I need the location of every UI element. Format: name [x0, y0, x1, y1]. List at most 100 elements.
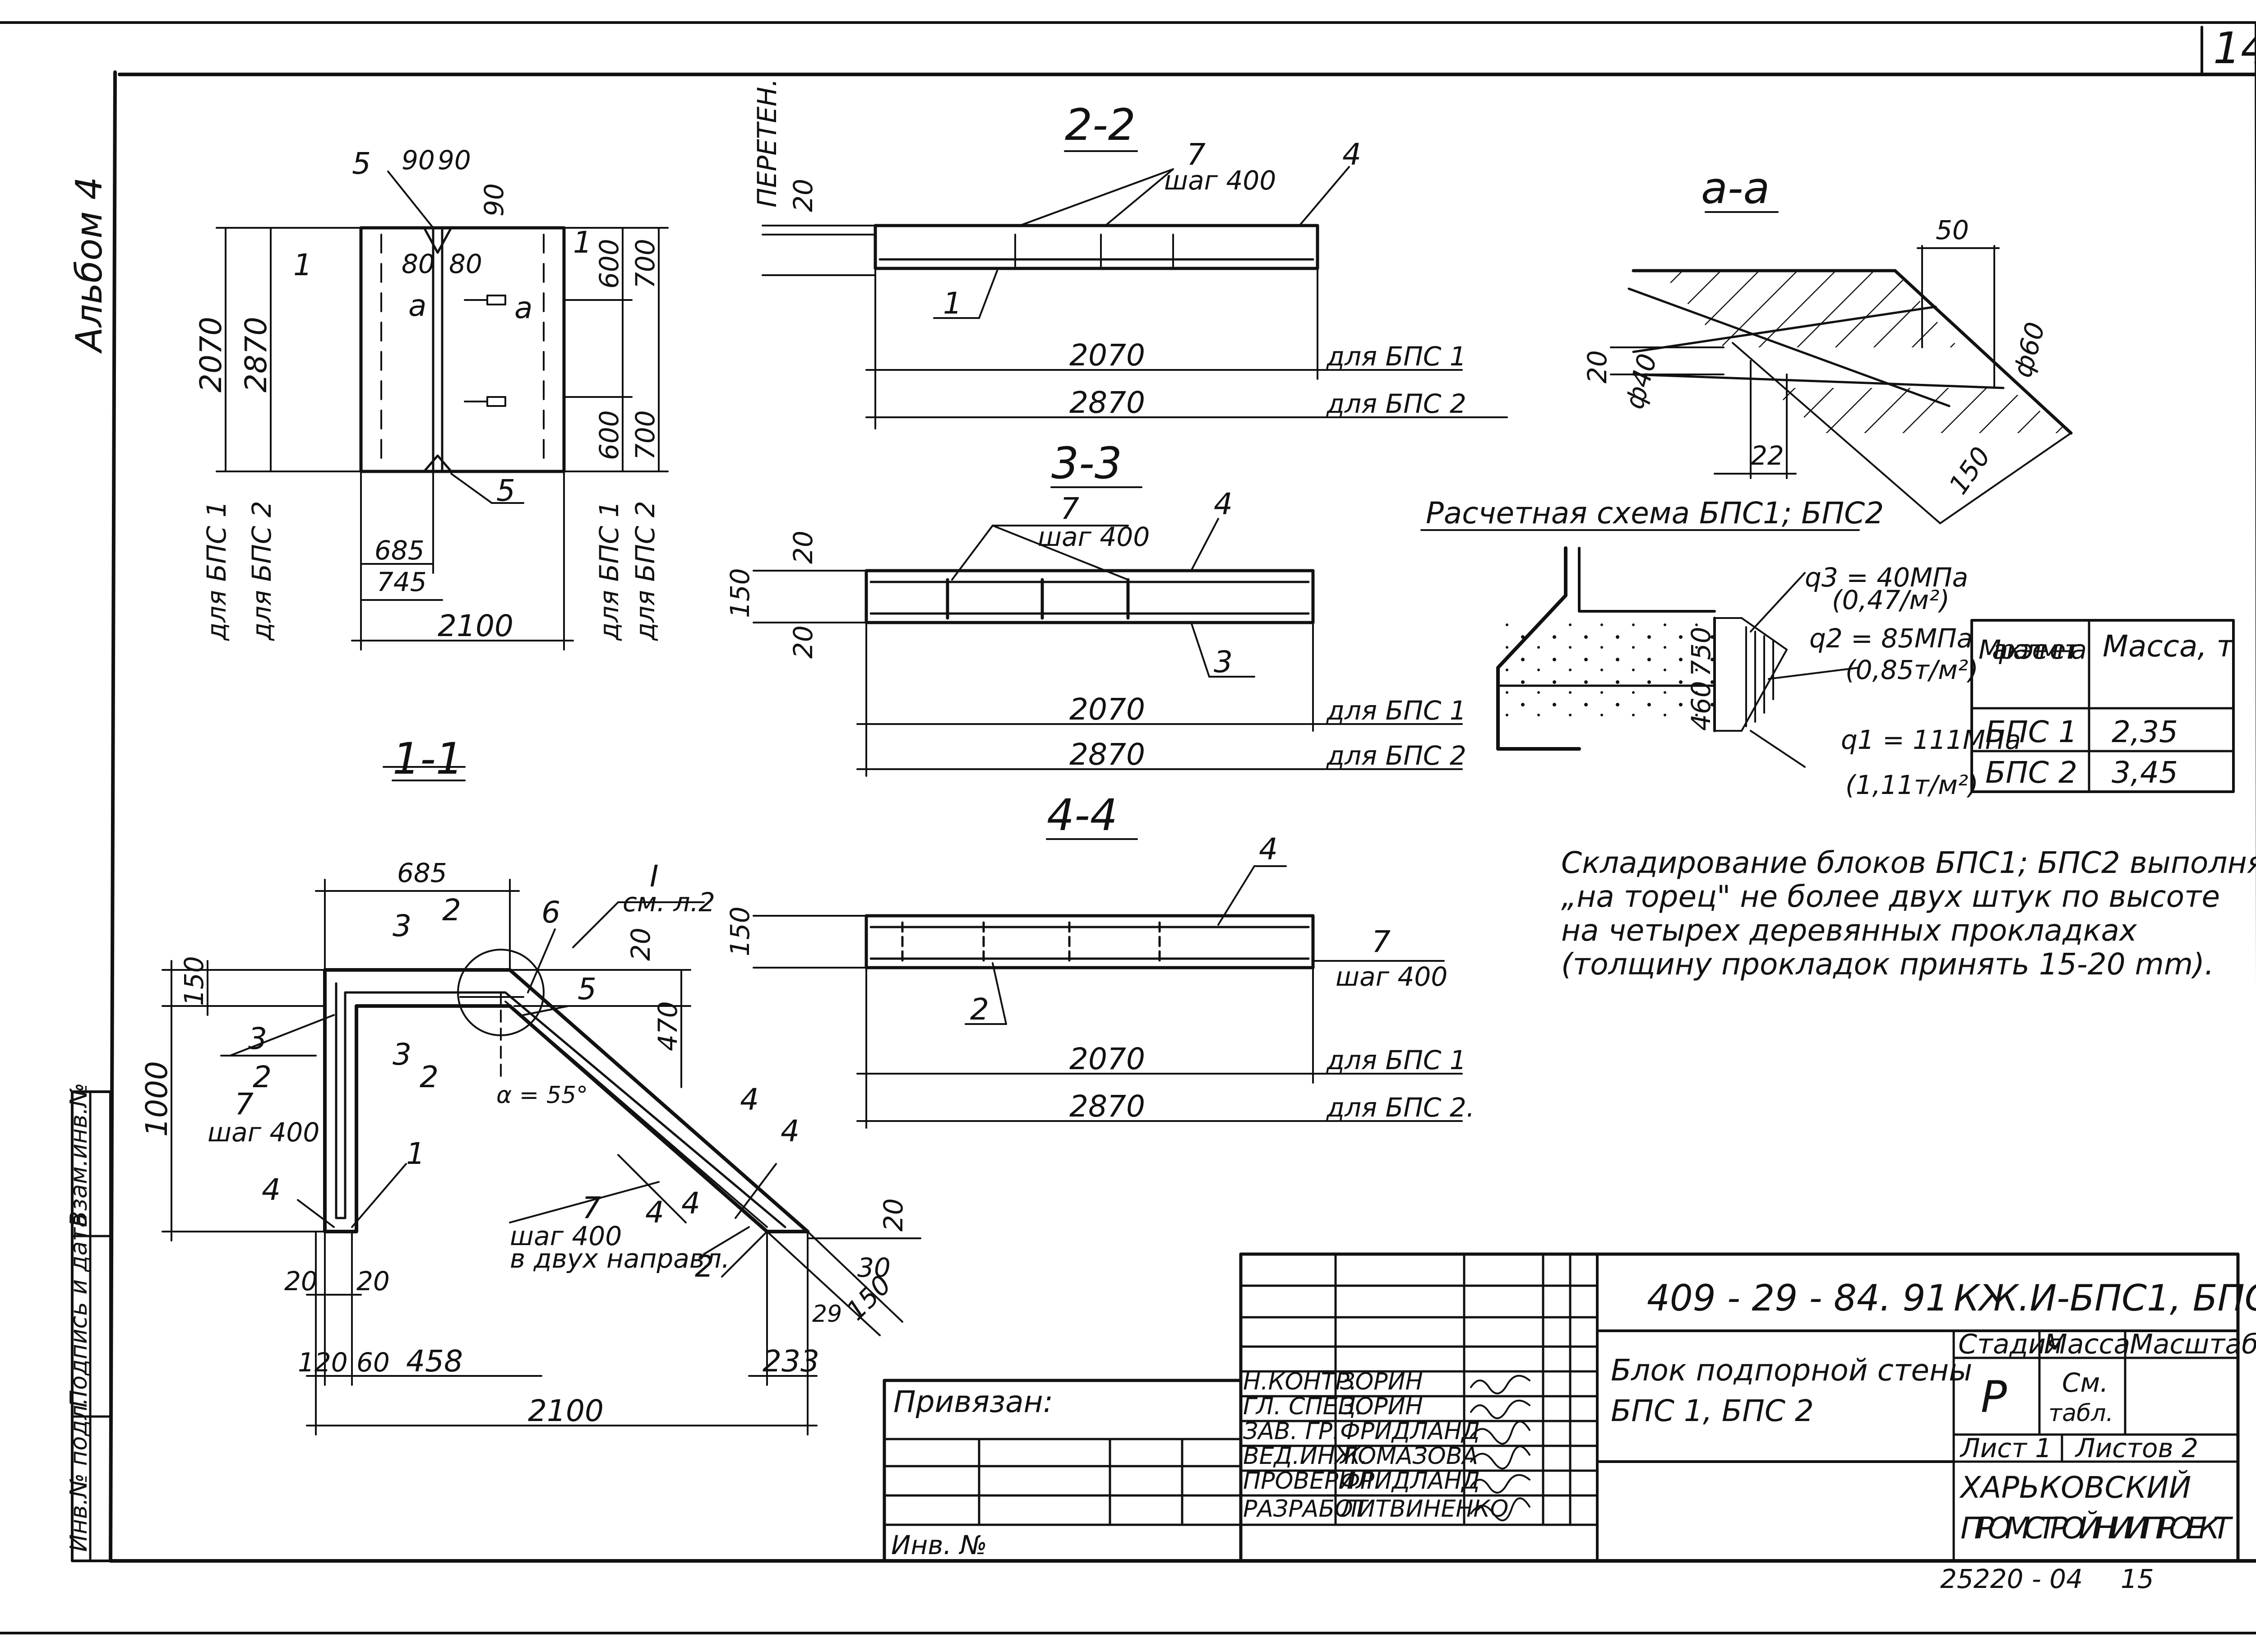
plan-dim-600-top: 600: [594, 239, 624, 289]
section-3-3-dim-20-bottom: 20: [788, 625, 818, 659]
section-1-1-dim-29: 29: [812, 1301, 842, 1328]
plan-dim-90-b: 90: [438, 145, 471, 175]
section-3-3-for-bps2: для БПС 2: [1326, 740, 1466, 771]
section-a-a-dim-22: 22: [1751, 440, 1784, 471]
plan-section-a-right: a: [514, 291, 532, 325]
title-block-name-3: ФРИДЛАНД: [1340, 1418, 1480, 1445]
section-2-2-callout-7: 7: [1187, 137, 1206, 172]
section-4-4-callout-4: 4: [1259, 832, 1278, 867]
section-2-2-step: шаг 400: [1164, 165, 1276, 196]
section-1-1-callout-3-left: 3: [248, 1021, 267, 1056]
plan-for-bps1-right: для БПС 1: [594, 501, 624, 641]
side-stamp: [71, 1090, 112, 1562]
section-1-1-dim-233: 233: [763, 1344, 819, 1379]
plan-dim-745: 745: [377, 567, 427, 597]
title-block-name-6: ЛИТВИНЕНКО: [1339, 1495, 1508, 1523]
section-1-1-dim-30: 30: [857, 1252, 891, 1283]
section-1-1-callout-3-top: 3: [393, 909, 411, 943]
section-1-1-dim-20-top: 20: [625, 928, 656, 961]
section-2-2-dim-2070: 2070: [1069, 338, 1145, 373]
calc-q1-t: (1,11т/м²): [1845, 770, 1979, 800]
section-1-1-dim-2100: 2100: [528, 1394, 604, 1428]
section-1-1-callout-2-top: 2: [442, 893, 461, 928]
section-4-4-title: 4-4: [1047, 790, 1118, 840]
plan-dim-2070: 2070: [194, 317, 228, 392]
section-1-1-dim-470: 470: [652, 1001, 683, 1051]
title-block-mark-code: КЖ.И-БПС1, БПС2: [1954, 1277, 2256, 1319]
title-block-role-1: Н.КОНТР.: [1243, 1368, 1357, 1395]
note-line-1: Складирование блоков БПС1; БПС2 выполнят…: [1561, 845, 2256, 880]
calc-scheme-drawing: [1496, 546, 1860, 768]
title-block-title-2: БПС 1, БПС 2: [1611, 1394, 1814, 1428]
title-block-signatures: [1470, 1375, 1530, 1522]
section-1-1-dim-1000: 1000: [139, 1061, 174, 1137]
section-1-1-callout-1: 1: [406, 1136, 425, 1171]
plan-view: [216, 171, 669, 651]
side-stamp-inv: Инв.№ подл.: [65, 1398, 92, 1552]
section-4-4-for-bps2: для БПС 2.: [1326, 1092, 1475, 1123]
mass-table-row1-mass: 2,35: [2112, 715, 2178, 749]
section-1-1-step-left: шаг 400: [208, 1117, 319, 1148]
section-1-1-callout-4-arrow-c: 4: [681, 1186, 700, 1221]
title-block-role-4: ВЕД.ИНЖ.: [1243, 1443, 1368, 1470]
title-block-sheets: Листов 2: [2075, 1433, 2198, 1463]
section-4-4-callout-2: 2: [970, 992, 989, 1027]
section-2-2-callout-1: 1: [943, 286, 962, 321]
section-4-4-dim-2070: 2070: [1069, 1042, 1145, 1076]
section-1-1-callout-2-mid: 2: [420, 1060, 439, 1094]
title-block-title-1: Блок подпорной стены: [1611, 1353, 1972, 1388]
section-1-1-callout-7-left: 7: [235, 1087, 254, 1121]
plan-section-a-left: a: [408, 288, 426, 323]
section-3-3-callout-4: 4: [1214, 487, 1233, 521]
section-2-2-callout-4: 4: [1342, 137, 1361, 172]
sheet-number: 14: [2213, 23, 2256, 74]
section-1-1-dim-150: 150: [179, 956, 209, 1006]
archive-sheet: 15: [2121, 1564, 2154, 1594]
title-block-role-3: ЗАВ. ГР.: [1243, 1418, 1340, 1445]
section-1-1-callout-4-right: 4: [781, 1114, 800, 1149]
mass-table-grid: [1970, 619, 2235, 793]
plan-dim-700-bottom: 700: [630, 410, 661, 460]
section-1-1-drawing: [162, 766, 921, 1435]
section-3-3-dim-2870: 2870: [1069, 737, 1145, 772]
section-a-a-dim-d60: ф60: [2007, 319, 2051, 381]
section-1-1-dim-458: 458: [406, 1344, 463, 1379]
calc-dim-460: 460: [1686, 681, 1716, 731]
section-4-4-step: шаг 400: [1336, 961, 1447, 992]
section-1-1-step-bottom: шаг 400: [510, 1221, 622, 1251]
plan-dim-90-a: 90: [402, 145, 435, 175]
section-1-1-callout-3-mid: 3: [393, 1037, 411, 1072]
mass-table-row2-mass: 3,45: [2112, 755, 2178, 790]
section-4-4-dim-150: 150: [725, 906, 755, 956]
section-1-1-title: 1-1: [393, 734, 463, 784]
section-3-3-for-bps1: для БПС 1: [1326, 695, 1466, 726]
section-a-a-dim-50: 50: [1936, 215, 1969, 245]
calc-q2-t: (0,85т/м²): [1845, 655, 1979, 685]
section-1-1-ref-I: I: [650, 859, 658, 894]
note-line-4: (толщину прокладок принять 15-20 mm).: [1561, 947, 2214, 982]
section-2-2-drawing: [762, 150, 1508, 429]
album-label: Альбом 4: [68, 177, 110, 354]
section-4-4-for-bps1: для БПС 1: [1326, 1045, 1466, 1075]
section-4-4-drawing: [753, 838, 1463, 1129]
section-1-1-callout-6: 6: [541, 895, 560, 930]
title-block-doc-code: 409 - 29 - 84. 91: [1647, 1277, 1948, 1319]
plan-dim-2870: 2870: [239, 317, 273, 392]
mass-table-row2-mark: БПС 2: [1985, 755, 2077, 790]
section-2-2-dim-20: 20: [788, 179, 818, 212]
section-4-4-dim-2870: 2870: [1069, 1089, 1145, 1124]
plan-for-bps2-left: для БПС 2: [246, 501, 277, 641]
calc-q3-t: (0,47/м²): [1832, 585, 1950, 615]
section-3-3-dim-150: 150: [725, 568, 755, 618]
section-1-1-step-bottom-2: в двух направл.: [510, 1243, 730, 1274]
section-3-3-callout-7: 7: [1060, 491, 1079, 526]
title-block-attached: Привязан:: [893, 1384, 1053, 1419]
title-block-name-2: ЗОРИН: [1340, 1393, 1423, 1420]
section-1-1-dim-20-br: 20: [356, 1266, 390, 1297]
section-a-a-dim-150: 150: [1943, 441, 1997, 500]
section-2-2-for-bps2: для БПС 2: [1326, 388, 1466, 419]
title-block-mass-value-1: См.: [2062, 1367, 2108, 1398]
section-1-1-dim-20-right: 20: [878, 1198, 909, 1232]
section-3-3-title: 3-3: [1051, 438, 1122, 489]
section-3-3-dim-2070: 2070: [1069, 692, 1145, 727]
